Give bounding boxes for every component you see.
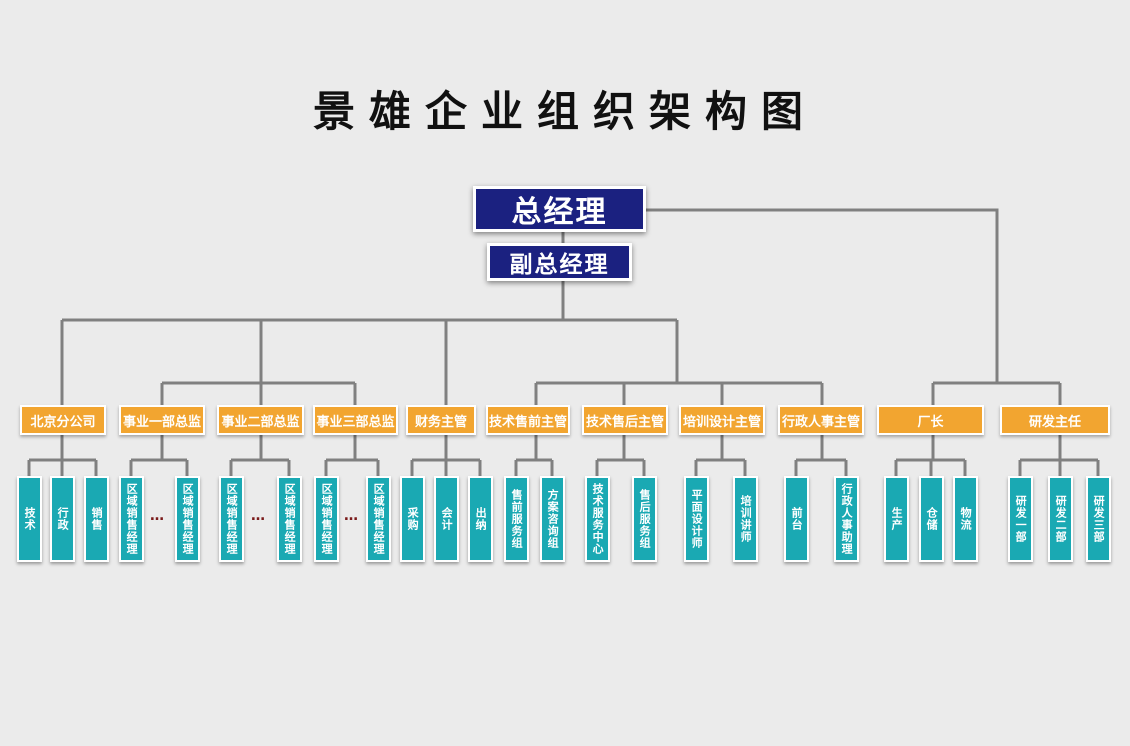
sub-unit: 平面设计师 [684,476,709,562]
dept-division-2-director: 事业二部总监 [217,405,304,435]
sub-unit: 物流 [953,476,978,562]
sub-unit: 区域销售经理 [175,476,200,562]
sub-unit: 行政人事助理 [834,476,859,562]
dept-factory-director: 厂长 [877,405,984,435]
sub-unit: 出纳 [468,476,493,562]
sub-unit: 技术服务中心 [585,476,610,562]
sub-unit: 采购 [400,476,425,562]
dept-finance-manager: 财务主管 [406,405,476,435]
sub-unit: 售后服务组 [632,476,657,562]
sub-unit: 区域销售经理 [366,476,391,562]
dept-training-design-manager: 培训设计主管 [679,405,765,435]
sub-unit: 区域销售经理 [219,476,244,562]
sub-unit: 售前服务组 [504,476,529,562]
sub-unit: 区域销售经理 [277,476,302,562]
sub-unit: 研发三部 [1086,476,1111,562]
sub-unit: 仓储 [919,476,944,562]
dept-division-3-director: 事业三部总监 [313,405,398,435]
dept-beijing-branch: 北京分公司 [20,405,106,435]
sub-unit: 研发一部 [1008,476,1033,562]
dept-admin-hr-manager: 行政人事主管 [778,405,864,435]
dept-division-1-director: 事业一部总监 [119,405,205,435]
sub-unit: 前台 [784,476,809,562]
sub-unit: 区域销售经理 [314,476,339,562]
general-manager-box: 总经理 [473,186,646,232]
dept-rd-director: 研发主任 [1000,405,1110,435]
ellipsis: … [344,508,359,524]
sub-unit: 研发二部 [1048,476,1073,562]
dept-presales-manager: 技术售前主管 [486,405,570,435]
chart-title: 景雄企业组织架构图 [312,87,817,136]
dept-aftersales-manager: 技术售后主管 [582,405,668,435]
ellipsis: … [150,508,165,524]
deputy-general-manager-box: 副总经理 [487,243,632,281]
sub-unit: 培训讲师 [733,476,758,562]
sub-unit: 会计 [434,476,459,562]
sub-unit: 生产 [884,476,909,562]
sub-unit: 销售 [84,476,109,562]
sub-unit: 区域销售经理 [119,476,144,562]
sub-unit: 方案咨询组 [540,476,565,562]
ellipsis: … [251,508,266,524]
sub-unit: 行政 [50,476,75,562]
sub-unit: 技术 [17,476,42,562]
